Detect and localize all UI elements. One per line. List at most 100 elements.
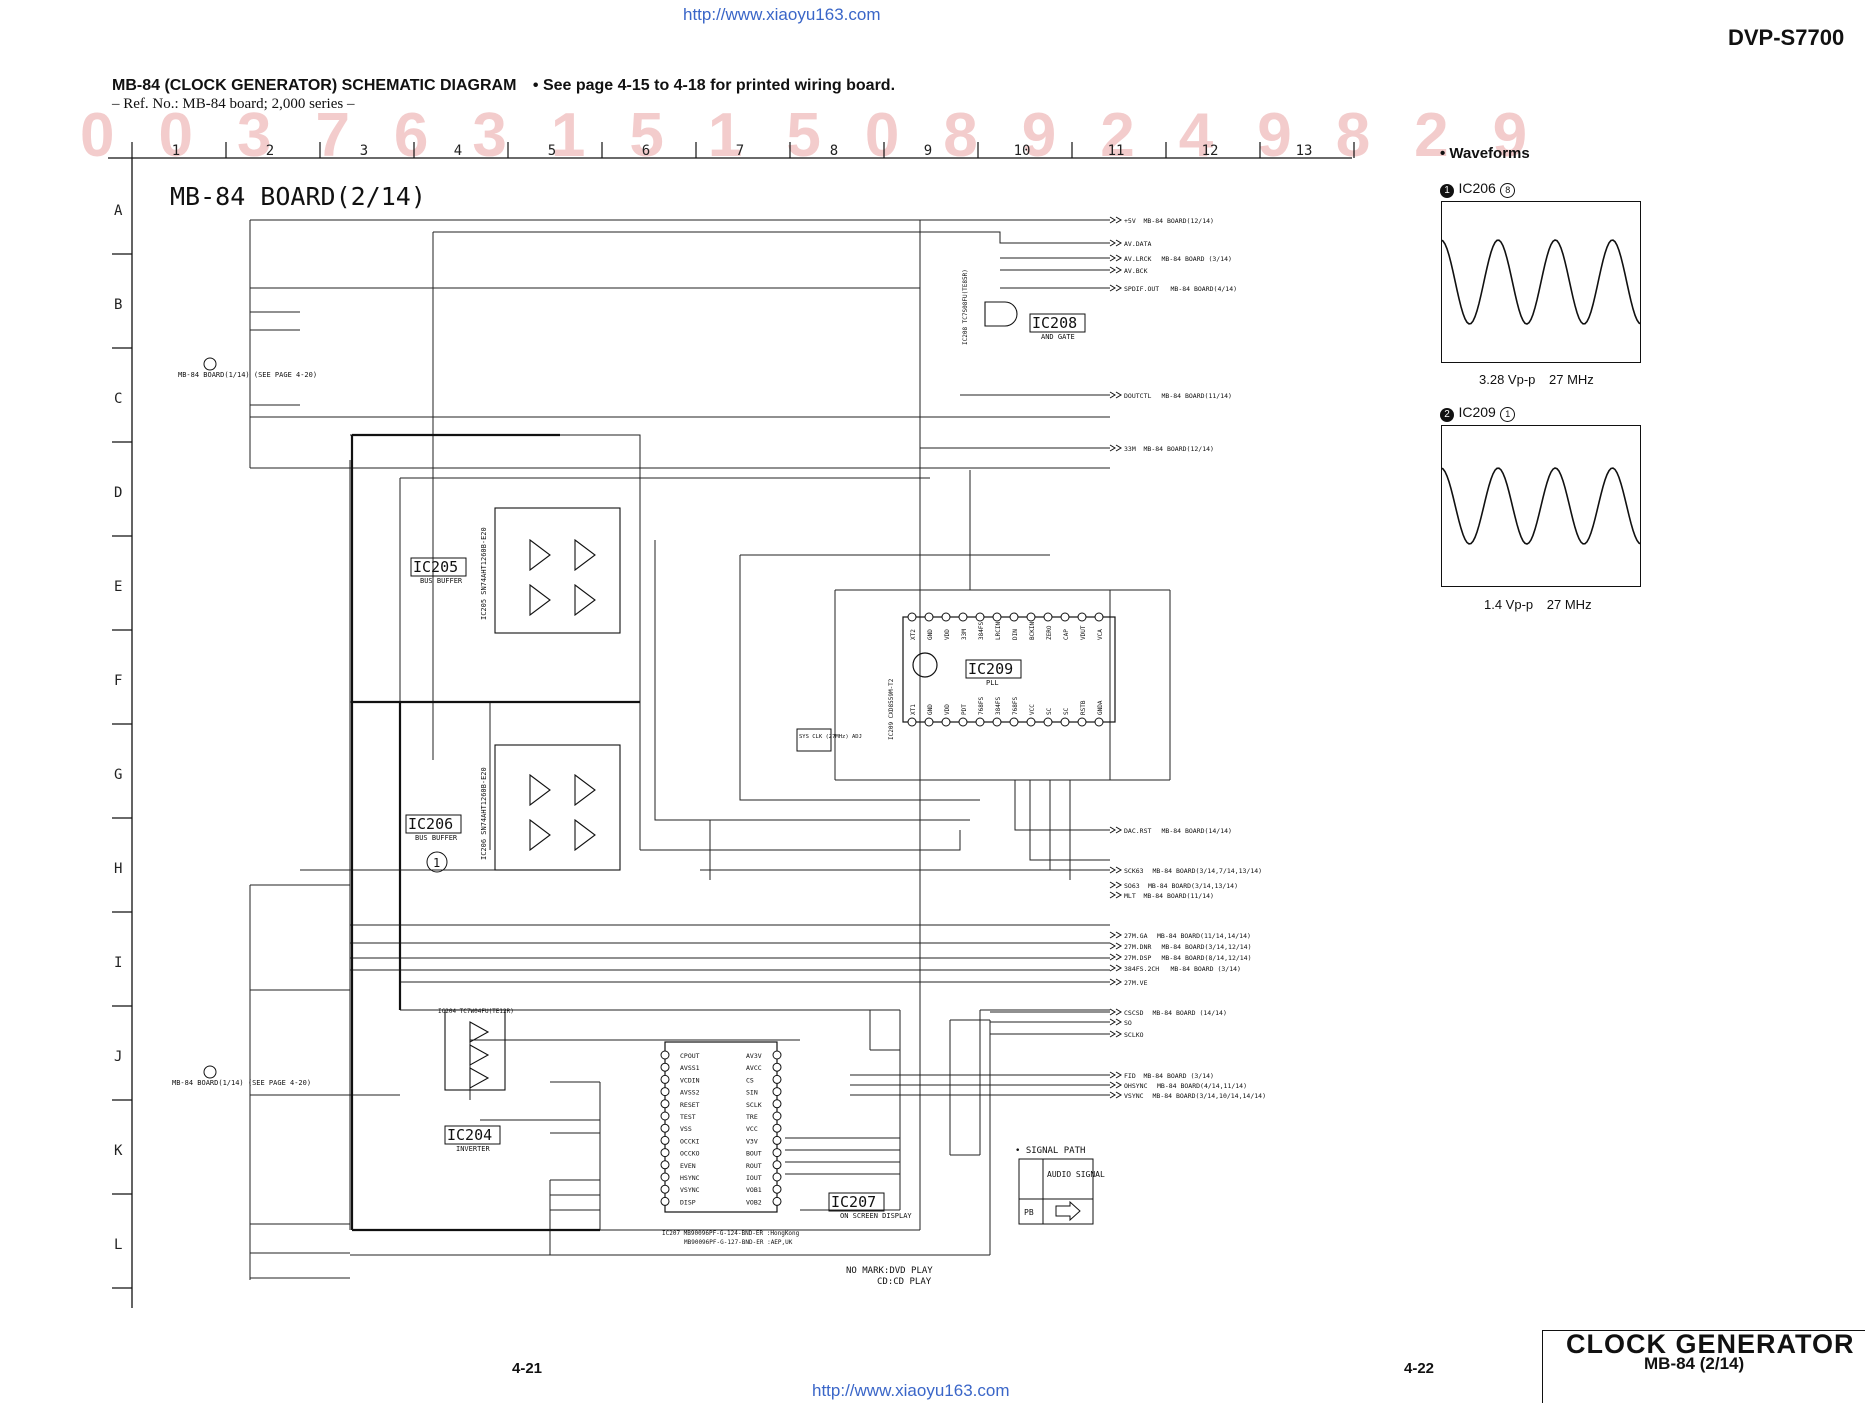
ic207-pin-left-label: VCDIN [680,1076,700,1084]
row-label-J: J [114,1049,122,1065]
waveform-1-caption: 3.28 Vp-p 27 MHz [1479,372,1594,387]
ic207-pin-right [772,1062,782,1072]
probe-point-1 [426,851,448,873]
ic206-block [494,744,621,871]
ic207-pin-right [772,1050,782,1060]
ic207-pin-right-label: IOUT [746,1174,762,1182]
ic206-part: IC206 SN74AHT1260B-E20 [480,767,488,860]
ic209-pin-bottom [992,717,1002,727]
output-arrow [1115,1091,1122,1099]
ic207-pin-left [660,1111,670,1121]
output-arrow [1109,978,1116,986]
left-ref-2-marker [203,1065,217,1079]
output-arrow [1109,391,1116,399]
output-arrow [1109,891,1116,899]
ic206-desc: BUS BUFFER [415,834,458,842]
ic209-pin-top-label: VDD [944,629,951,640]
ic209-pin-top-label: 384FS [978,622,985,640]
frame [108,157,1352,1308]
ic207-pin-right-label: BOUT [746,1150,762,1158]
top-url[interactable]: http://www.xiaoyu163.com [683,5,881,24]
see-page-note: • See page 4-15 to 4-18 for printed wiri… [532,77,896,94]
section-box [1542,1330,1865,1403]
ic209-block [902,616,1116,723]
output-dest: MB-84 BOARD(4/14,11/14) [1157,1082,1247,1090]
col-label-9: 9 [924,143,932,159]
ref-no: – Ref. No.: MB-84 board; 2,000 series – [112,96,355,112]
output-arrow [1115,266,1122,274]
ic207-note-2: MB90096PF-G-127-BND-ER :AEP,UK [684,1239,793,1246]
sys-clk-box [796,728,832,752]
bottom-url[interactable]: http://www.xiaoyu163.com [812,1381,1010,1400]
output-arrow [1115,826,1122,834]
ic209-pin-bottom [1094,717,1104,727]
signal-path-title: • SIGNAL PATH [1015,1146,1085,1156]
ic209-pin-bottom-label: GND [927,704,934,715]
ic207-pin-left [660,1099,670,1109]
col-label-12: 12 [1202,143,1219,159]
ic209-pin-bottom-label: SC [1063,707,1070,715]
row-label-L: L [114,1237,122,1253]
output-arrow [1115,964,1122,972]
output-arrow [1115,284,1122,292]
ic206-label: IC206 [408,815,453,833]
waveform-1-label: 1 IC206 8 [1440,180,1516,198]
waveform-2-trace [1441,467,1641,545]
waveforms-heading: • Waveforms [1440,145,1530,162]
output-arrow [1109,1081,1116,1089]
waveform-2-ic: IC209 [1458,404,1496,420]
row-label-D: D [114,485,122,501]
ic207-pin-right-label: SCLK [746,1101,762,1109]
ic207-pin-left [660,1050,670,1060]
output-arrow [1109,1071,1116,1079]
waveform-1-plot [1441,201,1641,363]
ic207-pin-left-label: AVSS1 [680,1064,700,1072]
waveform-2-pin: 1 [1500,407,1516,422]
output-dest: MB-84 BOARD (3/14) [1171,965,1241,973]
output-dest: MB-84 BOARD(12/14) [1144,217,1214,225]
output-arrow [1109,953,1116,961]
ic207-pin-left-label: EVEN [680,1162,696,1170]
ic209-pin-bottom-label: VDD [944,704,951,715]
output-dest: MB-84 BOARD(11/14) [1162,392,1232,400]
ic209-label: IC209 [968,660,1013,678]
col-label-13: 13 [1296,143,1313,159]
ic207-pin-left-label: DISP [680,1198,696,1206]
ic209-pin-bottom-label: VCC [1029,704,1036,715]
waveform-1-num: 1 [1440,184,1454,198]
waveform-1-pin: 8 [1500,183,1516,198]
output-net: MLT [1124,892,1136,900]
output-dest: MB-84 BOARD (14/14) [1153,1009,1227,1017]
sys-clk-label: SYS CLK (27MHz) ADJ [799,734,862,740]
output-arrow [1109,931,1116,939]
ic209-pin-top-label: VCA [1097,629,1104,640]
output-arrow [1115,444,1122,452]
ic207-pin-left [660,1123,670,1133]
output-arrow [1109,266,1116,274]
row-label-A: A [114,203,123,219]
section-title: CLOCK GENERATOR [1566,1329,1855,1359]
output-dest: MB-84 BOARD (3/14) [1162,255,1232,263]
ic207-pin-left-label: CPOUT [680,1052,700,1060]
ic209-pin-bottom [1009,717,1019,727]
ic209-pin-top-label: 33M [961,629,968,640]
ic209-pin-bottom [1060,717,1070,727]
row-label-C: C [114,391,122,407]
output-arrow [1109,866,1116,874]
output-net: SO [1124,1019,1132,1027]
ic209-pin-top [907,612,917,622]
section-subtitle: MB-84 (2/14) [1644,1354,1745,1373]
ic209-pin-top-label: LRCIN [995,622,1002,640]
page-number-left: 4-21 [512,1360,543,1377]
ic204-part: IC204 TC7W04FU(TE12R) [438,1008,514,1015]
signal-path-row: PB [1024,1208,1034,1217]
ic209-pin-bottom [1043,717,1053,727]
row-label-H: H [114,861,122,877]
ic207-label-box [828,1192,885,1212]
row-label-E: E [114,579,122,595]
output-arrow [1115,931,1122,939]
